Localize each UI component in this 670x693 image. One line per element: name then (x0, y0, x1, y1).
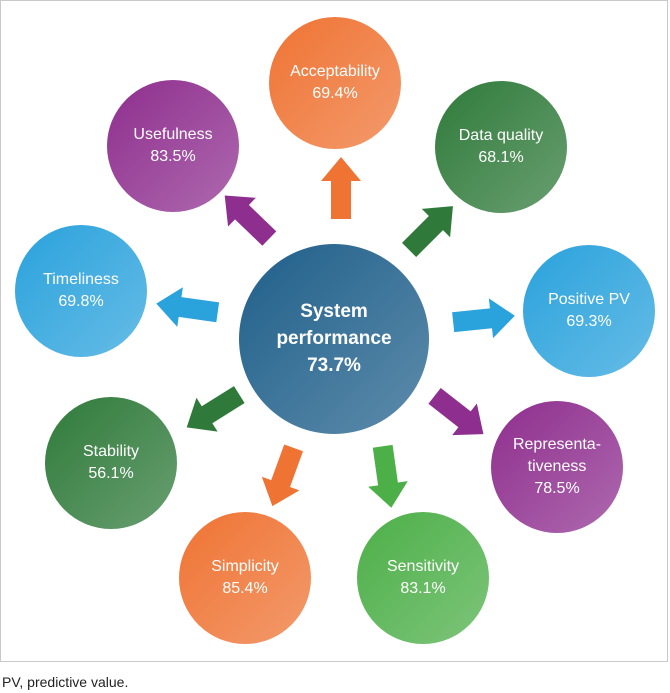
data-quality-arrow-icon (402, 206, 453, 257)
representativeness-circle (491, 401, 623, 533)
sensitivity-label-line-1: Sensitivity (387, 558, 459, 575)
footnote: PV, predictive value. (2, 674, 129, 690)
stability-label-line-2: 56.1% (88, 465, 133, 482)
center-label-line-1: System (300, 301, 368, 322)
positive-pv-circle (523, 245, 655, 377)
simplicity-circle (179, 512, 311, 644)
timeliness-label-line-2: 69.8% (58, 293, 103, 310)
node-representativeness: Representa-tiveness 78.5% (491, 401, 623, 533)
node-positive-pv: Positive PV 69.3% (523, 245, 655, 377)
figure-frame: Acceptability 69.4% Data quality 68.1% Posit… (0, 0, 668, 662)
representativeness-arrow-icon (428, 388, 484, 436)
stability-label-line-1: Stability (83, 443, 139, 460)
center-label-line-3: 73.7% (307, 355, 361, 376)
sensitivity-circle (357, 512, 489, 644)
representativeness-label-line-2: tiveness (528, 458, 587, 475)
data-quality-label-line-1: Data quality (459, 127, 544, 144)
center-circle (239, 244, 429, 434)
simplicity-label-line-2: 85.4% (222, 580, 267, 597)
system-performance-diagram: Acceptability 69.4% Data quality 68.1% Posit… (15, 17, 655, 644)
data-quality-label-line-2: 68.1% (478, 149, 523, 166)
center-node: System performance 73.7% (239, 244, 429, 434)
positive-pv-arrow-icon (452, 298, 515, 339)
center-label-line-2: performance (276, 328, 391, 349)
timeliness-label-line-1: Timeliness (43, 271, 119, 288)
sensitivity-label-line-2: 83.1% (400, 580, 445, 597)
positive-pv-label-line-2: 69.3% (566, 313, 611, 330)
arrows-layer (156, 157, 515, 508)
usefulness-label-line-2: 83.5% (150, 148, 195, 165)
node-stability: Stability 56.1% (45, 397, 177, 529)
acceptability-label-line-1: Acceptability (290, 63, 380, 80)
node-sensitivity: Sensitivity 83.1% (357, 512, 489, 644)
node-timeliness: Timeliness 69.8% (15, 225, 147, 357)
timeliness-circle (15, 225, 147, 357)
node-acceptability: Acceptability 69.4% (269, 17, 401, 149)
positive-pv-label-line-1: Positive PV (548, 291, 630, 308)
representativeness-label-line-3: 78.5% (534, 480, 579, 497)
sensitivity-arrow-icon (368, 444, 408, 508)
stability-arrow-icon (186, 386, 245, 432)
simplicity-label-line-1: Simplicity (211, 558, 279, 575)
simplicity-arrow-icon (261, 444, 303, 507)
usefulness-circle (107, 80, 239, 212)
usefulness-label-line-1: Usefulness (133, 126, 212, 143)
nodes-layer: Acceptability 69.4% Data quality 68.1% Posit… (15, 17, 655, 644)
representativeness-label-line-1: Representa- (513, 436, 601, 453)
acceptability-circle (269, 17, 401, 149)
usefulness-arrow-icon (224, 195, 277, 246)
data-quality-circle (435, 81, 567, 213)
node-simplicity: Simplicity 85.4% (179, 512, 311, 644)
stability-circle (45, 397, 177, 529)
node-usefulness: Usefulness 83.5% (107, 80, 239, 212)
timeliness-arrow-icon (156, 287, 220, 327)
acceptability-label-line-2: 69.4% (312, 85, 357, 102)
acceptability-arrow-icon (321, 157, 361, 219)
node-data-quality: Data quality 68.1% (435, 81, 567, 213)
